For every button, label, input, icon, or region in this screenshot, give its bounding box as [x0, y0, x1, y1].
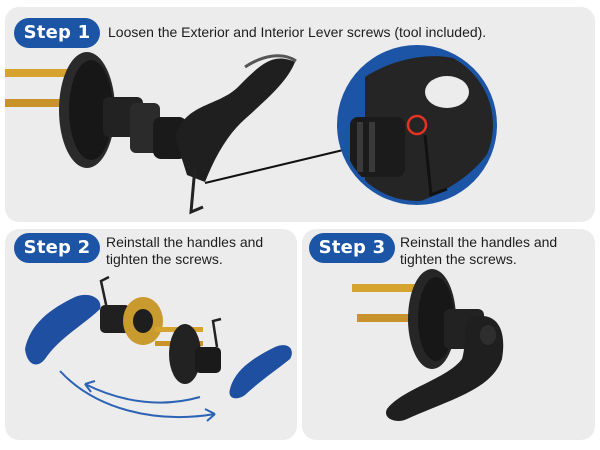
latch-rod-upper [5, 69, 90, 77]
latch-rod-lower [357, 314, 437, 322]
rotate-arrow-upper [84, 383, 201, 404]
step-2-panel: Step 2 Reinstall the handles and tighten… [5, 229, 297, 440]
step-1-badge: Step 1 [14, 18, 100, 48]
blue-handle-right [229, 345, 292, 399]
latch-rod-upper [352, 284, 437, 292]
step-1-instruction: Loosen the Exterior and Interior Lever s… [108, 24, 487, 40]
step-3-panel: Step 3 Reinstall the handles and tighten… [302, 229, 595, 440]
latch-rod-lower [5, 99, 90, 107]
step-3-illustration [352, 269, 504, 421]
lever-handle [386, 315, 504, 421]
step-3-instruction: Reinstall the handles and tighten the sc… [400, 234, 558, 267]
blue-handle-left [25, 294, 101, 365]
step-3-badge: Step 3 [309, 233, 395, 263]
lever-handle [175, 58, 295, 182]
allen-key [189, 166, 204, 215]
rotate-arrow-lower [59, 370, 216, 419]
step-2-badge: Step 2 [14, 233, 100, 263]
step-1-illustration [5, 45, 497, 215]
step-2-illustration [25, 275, 292, 422]
step-1-panel: Step 1 Loosen the Exterior and Interior … [5, 7, 595, 222]
screw-highlight [406, 114, 428, 136]
step-2-instruction: Reinstall the handles and tighten the sc… [106, 234, 264, 267]
